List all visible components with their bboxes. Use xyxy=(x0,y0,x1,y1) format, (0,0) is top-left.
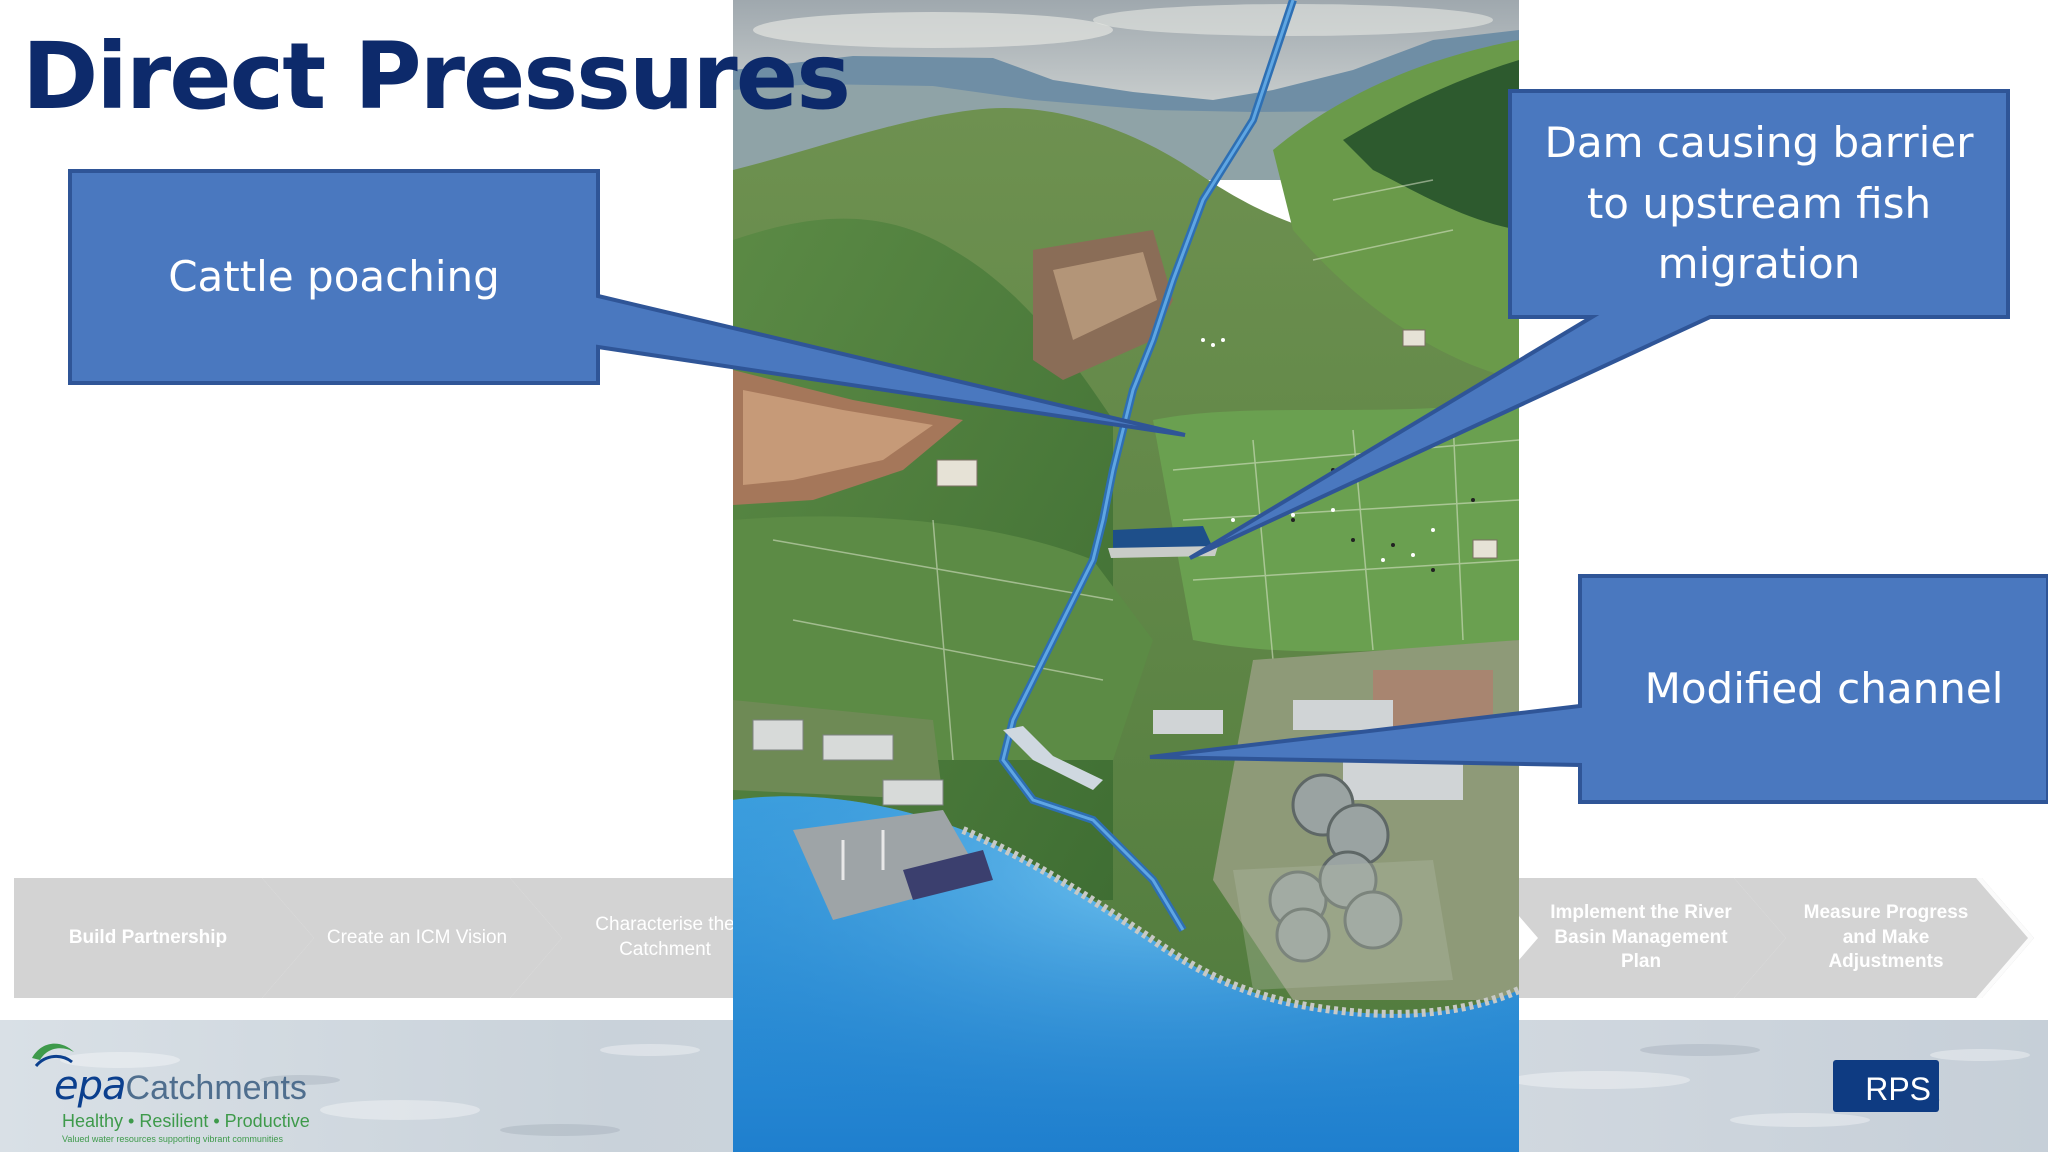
process-step-label: Characterise the Catchment xyxy=(595,914,735,960)
rps-logo: RPS xyxy=(1833,1060,1939,1112)
epa-wordmark-epa: epa xyxy=(54,1063,127,1109)
epa-wordmark: epaCatchments xyxy=(54,1062,307,1110)
wave-icon xyxy=(32,1043,74,1068)
callout-modified-channel: Modified channel xyxy=(1644,663,2004,713)
process-step-label: Create an ICM Vision xyxy=(326,926,508,948)
epa-catchments-logo: epaCatchments Healthy • Resilient • Prod… xyxy=(28,1036,348,1146)
catchment-landscape-image xyxy=(733,0,1519,1152)
callout-dam-barrier: Dam causing barrier to upstream fish mig… xyxy=(1544,117,1974,289)
process-strip: Build Partnership Create an ICM Vision C… xyxy=(14,878,2048,998)
process-step-label: Build Partnership xyxy=(68,926,228,948)
epa-tagline: Healthy • Resilient • Productive xyxy=(62,1111,310,1131)
process-step-label: Measure Progress and Make Adjustments xyxy=(1803,901,1969,973)
epa-subline: Valued water resources supporting vibran… xyxy=(62,1134,283,1144)
epa-wordmark-catchments: Catchments xyxy=(125,1069,307,1107)
process-step-build-partnership[interactable]: Build Partnership xyxy=(14,878,320,998)
process-step-implement[interactable]: Implement the River Basin Management Pla… xyxy=(1486,878,1792,998)
callout-cattle-poaching: Cattle poaching xyxy=(168,251,500,301)
process-step-label: Implement the River Basin Management Pla… xyxy=(1550,901,1732,973)
slide-title: Direct Pressures xyxy=(22,23,851,130)
